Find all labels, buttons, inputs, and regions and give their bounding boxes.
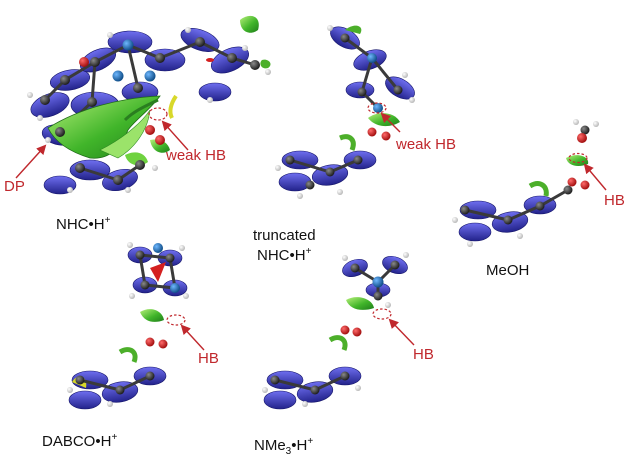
nci-dispersion-surface xyxy=(47,95,161,159)
molecule-meoh xyxy=(452,119,599,247)
molecule-nhc xyxy=(27,15,271,195)
label-truncated-sup: + xyxy=(305,246,312,257)
label-nhc-sup: + xyxy=(104,215,111,226)
arrow-weak-hb-2 xyxy=(380,112,401,133)
label-dabco: DABCO•H+ xyxy=(42,433,117,451)
label-dabco-main: DABCO•H xyxy=(42,433,112,450)
annotation-arrows xyxy=(15,112,607,351)
label-dabco-sup: + xyxy=(111,432,118,443)
label-meoh: MeOH xyxy=(486,262,529,280)
label-nme3-sub: 3 xyxy=(285,446,292,457)
label-truncated-nhc: truncated NHC•H+ xyxy=(253,226,316,266)
arrow-hb-nme3 xyxy=(388,318,415,346)
arrow-weak-hb-1 xyxy=(161,120,189,151)
arrow-dp xyxy=(15,144,47,179)
molecule-dabco xyxy=(67,242,189,410)
label-nhc-main: NHC•H xyxy=(56,216,105,233)
molecule-truncated-nhc xyxy=(275,25,415,199)
note-weak-hb-nhc: weak HB xyxy=(166,147,227,164)
label-nme3-pre: NMe xyxy=(254,437,286,454)
label-truncated-line1: truncated xyxy=(253,227,316,244)
label-nme3-sup: + xyxy=(307,436,314,447)
label-nme3: NMe3•H+ xyxy=(254,436,314,457)
arrow-hb-dabco xyxy=(180,324,205,351)
label-nme3-main: •H xyxy=(291,437,308,454)
arrow-hb-meoh xyxy=(583,163,607,191)
note-hb-nme3: HB xyxy=(413,346,434,363)
label-truncated-main: NHC•H xyxy=(257,247,306,264)
label-meoh-main: MeOH xyxy=(486,262,530,279)
note-weak-hb-truncated: weak HB xyxy=(396,136,457,153)
note-dp: DP xyxy=(4,178,25,195)
label-nhc: NHC•H+ xyxy=(56,216,110,234)
molecule-nme3 xyxy=(262,252,409,410)
note-hb-meoh: HB xyxy=(604,192,625,209)
note-hb-dabco: HB xyxy=(198,350,219,367)
